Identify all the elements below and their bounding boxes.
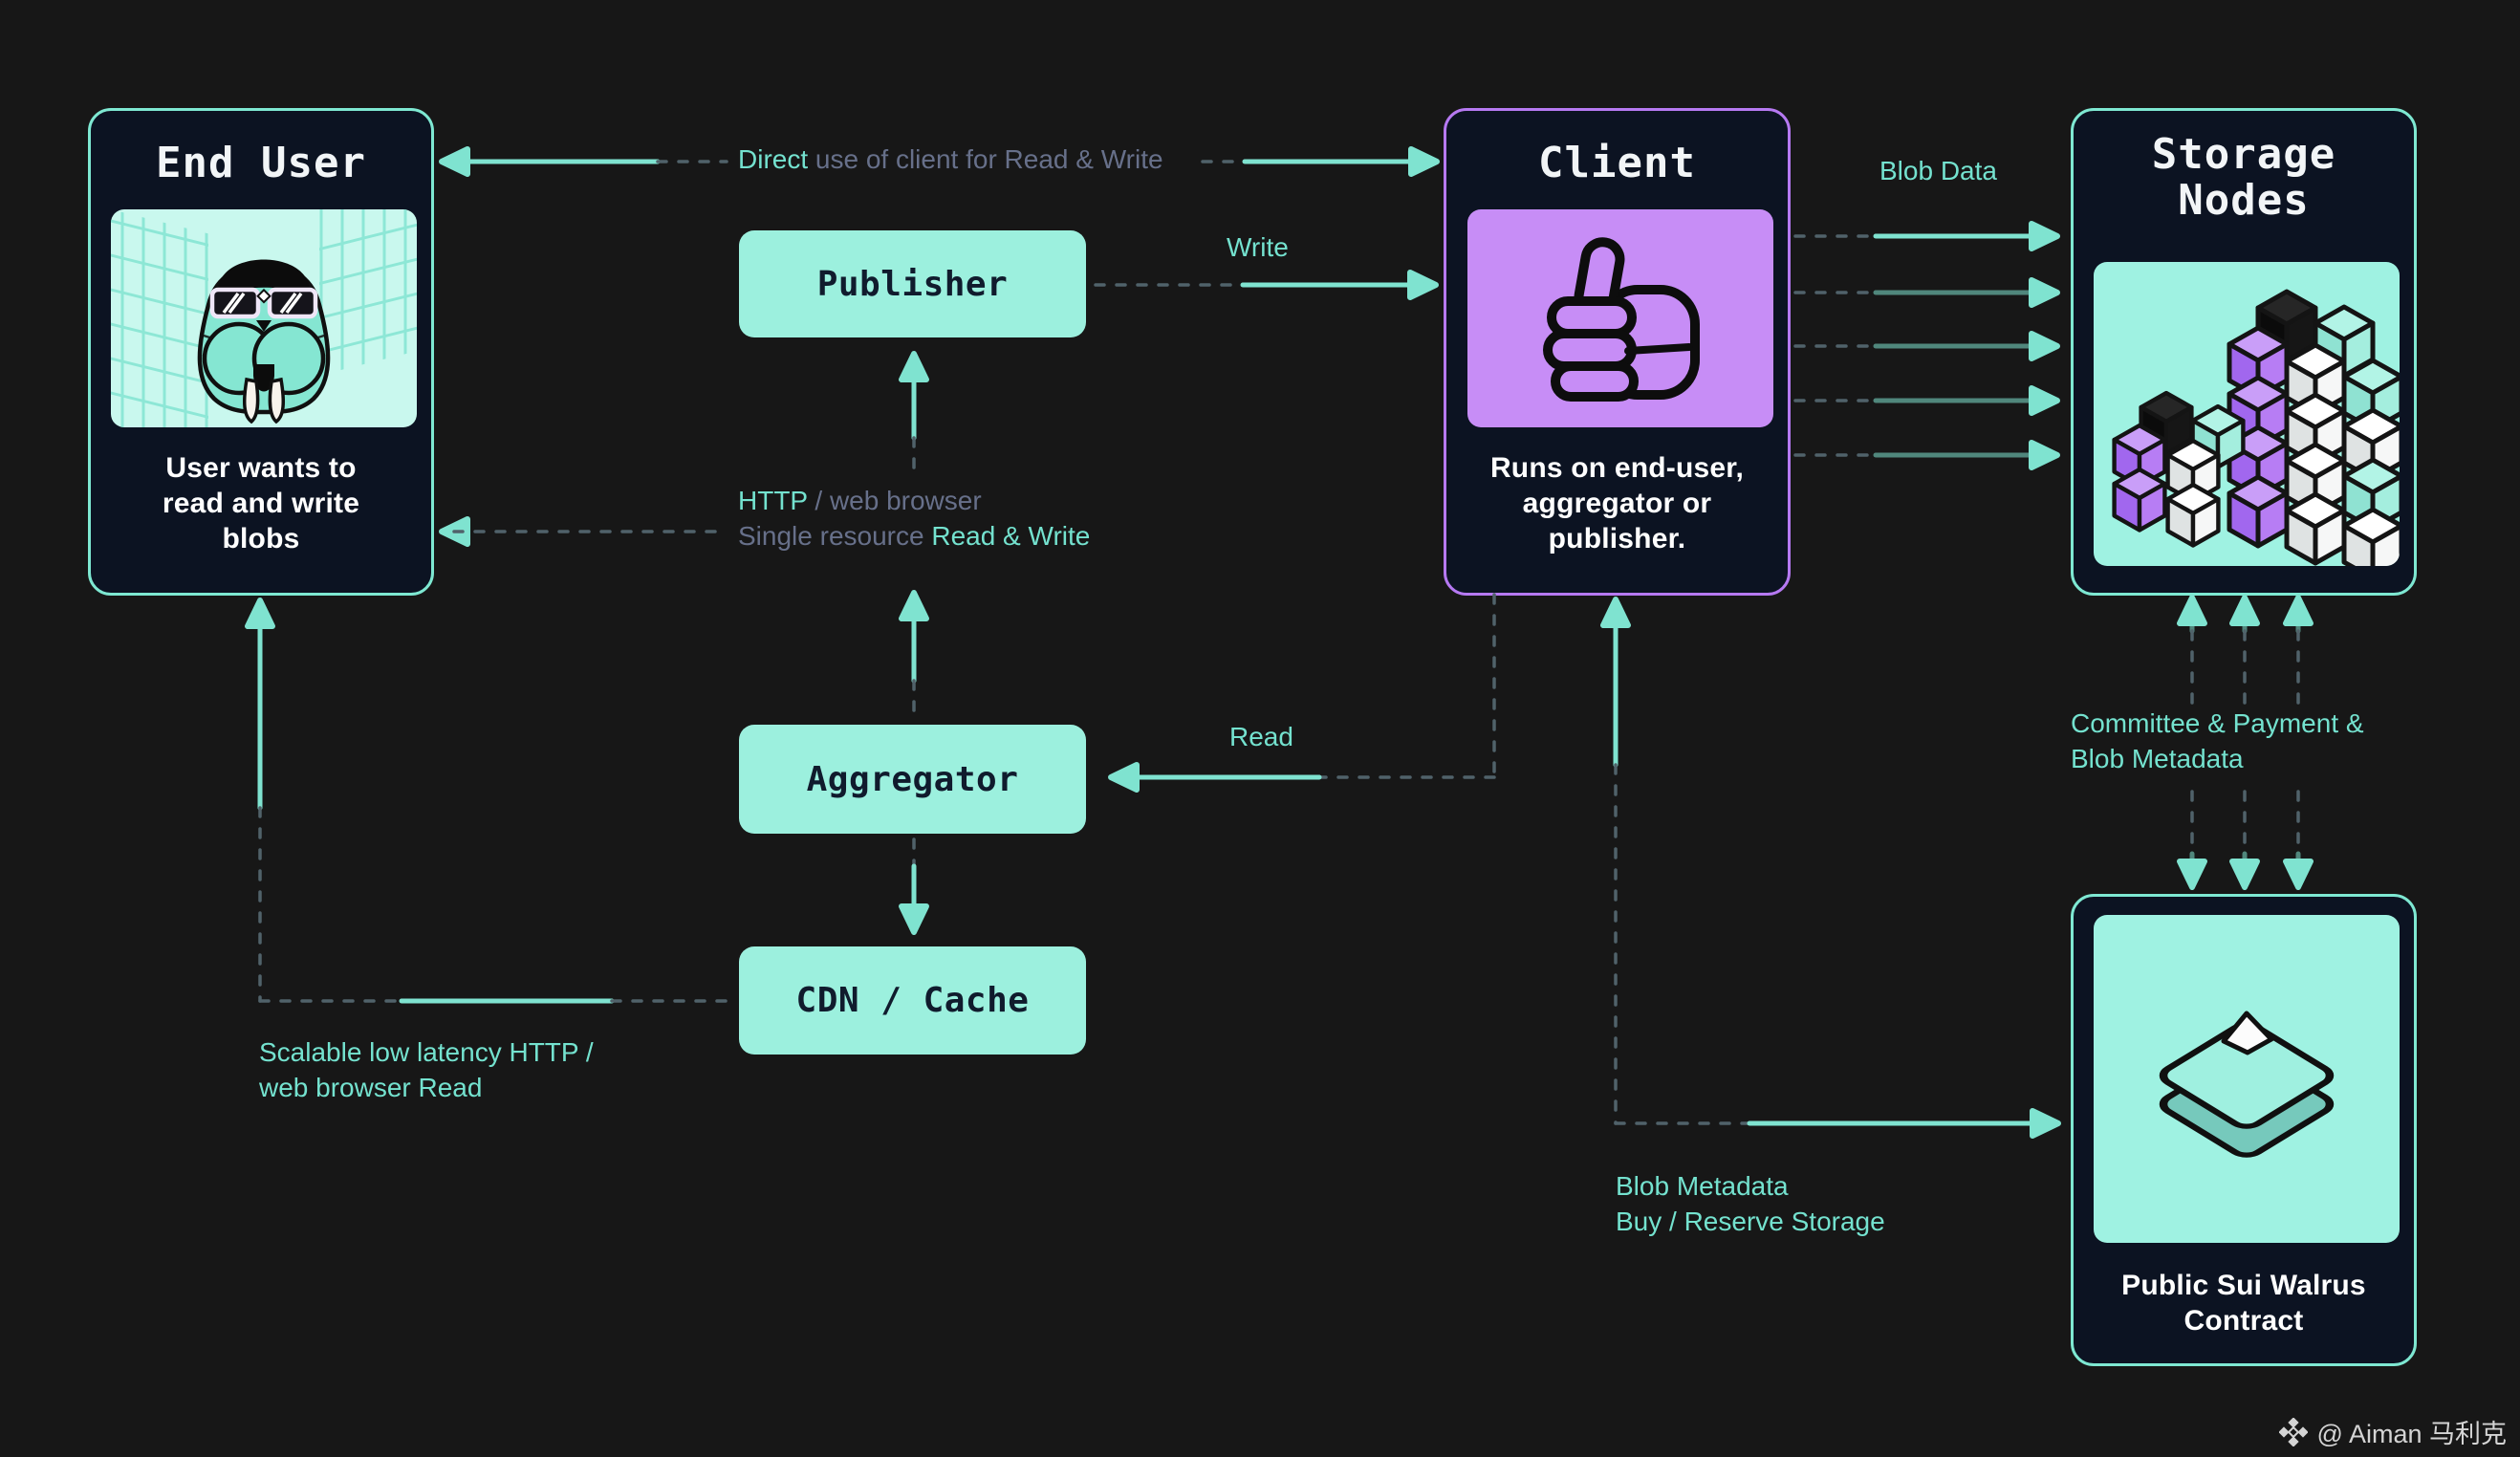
connector-blob-metadata: [1603, 599, 2058, 1136]
storage-cubes-illustration: [2094, 262, 2400, 566]
blob-metadata-label: Blob Metadata Buy / Reserve Storage: [1616, 1171, 1885, 1236]
connector-read: [1111, 593, 1496, 790]
cdn-cache-label: CDN / Cache: [795, 981, 1030, 1020]
thumbs-up-icon: [1543, 237, 1700, 402]
read-label: Read: [1229, 722, 1293, 751]
connector-blob-data: [1793, 224, 2057, 468]
direct-use-label: Direct use of client for Read & Write: [738, 144, 1163, 174]
scalable-label: Scalable low latency HTTP / web browser …: [259, 1037, 594, 1102]
diamond-logo-icon: [2278, 1417, 2308, 1446]
connector-http-end-user: [442, 519, 721, 544]
grid-wall-left: [111, 209, 208, 427]
publisher-node: Publisher: [739, 230, 1086, 337]
walrus-illustration: [111, 209, 417, 427]
committee-label: Committee & Payment & Blob Metadata: [2071, 706, 2378, 776]
contract-image-panel: [2094, 915, 2400, 1243]
storage-nodes-title: Storage Nodes: [2151, 130, 2336, 225]
cube-cluster-right: [2229, 292, 2400, 566]
end-user-caption: User wants to read and write blobs: [162, 452, 360, 555]
connector-aggregator-cdn: [902, 837, 926, 932]
storage-nodes-card: Storage Nodes: [2071, 108, 2417, 596]
walrus-icon: [197, 259, 331, 424]
stacked-documents-icon: [2159, 1011, 2335, 1158]
publisher-label: Publisher: [816, 264, 1009, 304]
end-user-card: End User: [88, 108, 434, 596]
cdn-cache-node: CDN / Cache: [739, 946, 1086, 1055]
http-label: HTTP / web browser Single resource Read …: [738, 486, 1091, 551]
contract-caption: Public Sui Walrus Contract: [2121, 1270, 2366, 1337]
client-title: Client: [1538, 139, 1696, 187]
connector-enduser-cdn: [248, 600, 738, 1004]
sui-contract-card: Public Sui Walrus Contract: [2071, 894, 2417, 1366]
end-user-image-panel: [111, 209, 417, 427]
aggregator-node: Aggregator: [739, 725, 1086, 834]
write-label: Write: [1227, 232, 1289, 262]
end-user-title: End User: [156, 139, 366, 187]
client-card: Client Runs on end-user, aggregator or p…: [1444, 108, 1791, 596]
client-image-panel: [1467, 209, 1773, 427]
watermark-text: @ Aiman 马利克: [2316, 1420, 2507, 1448]
aggregator-label: Aggregator: [806, 759, 1019, 799]
blob-data-label: Blob Data: [1879, 156, 1997, 185]
grid-wall-right: [319, 209, 417, 376]
watermark: @ Aiman 马利克: [2278, 1413, 2507, 1450]
cube-cluster-left: [2115, 393, 2244, 545]
connector-write: [1094, 272, 1436, 297]
client-caption: Runs on end-user, aggregator or publishe…: [1489, 452, 1745, 555]
storage-image-panel: [2094, 262, 2400, 566]
